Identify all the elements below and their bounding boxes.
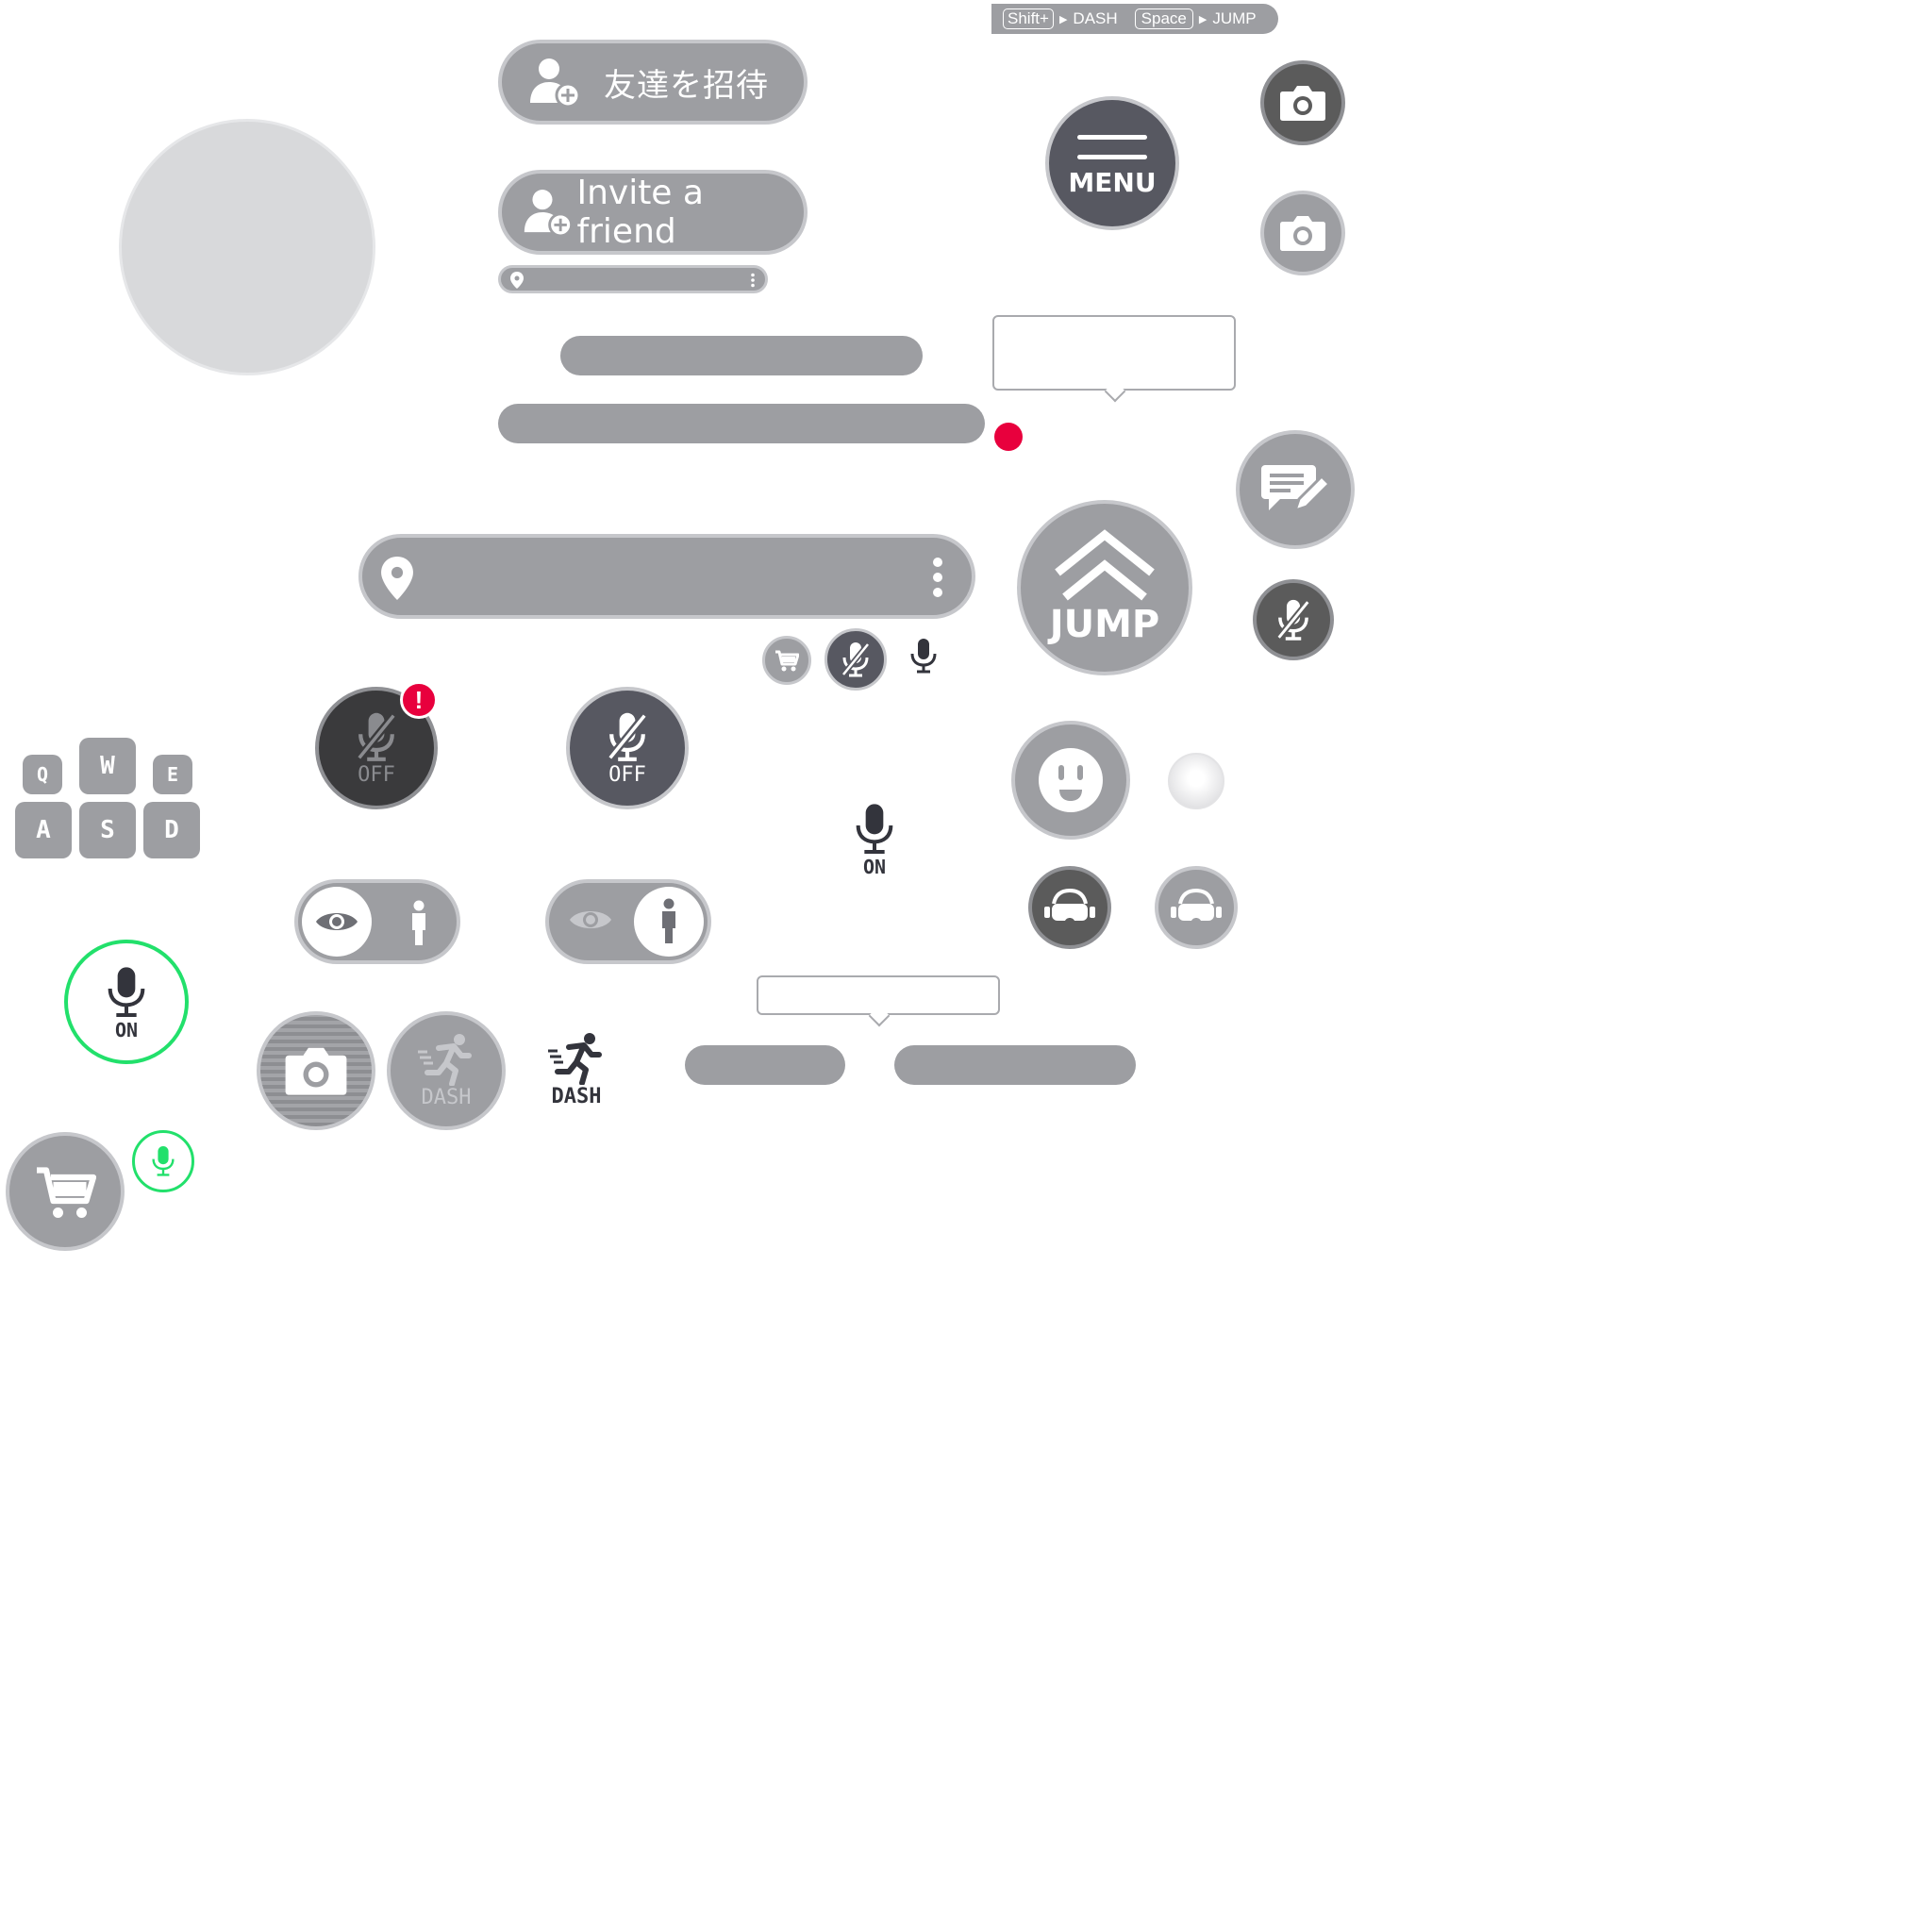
chevron-up-icon (1055, 529, 1155, 601)
dash-button[interactable]: DASH (387, 1011, 506, 1130)
toggle-thumb (302, 887, 372, 957)
mic-off-icon (841, 642, 871, 677)
placeholder-bar (560, 336, 923, 375)
mic-on-button-small[interactable] (132, 1130, 194, 1192)
camera-button-light[interactable] (1260, 191, 1345, 275)
cart-button-small[interactable] (762, 636, 811, 685)
menu-label: MENU (1068, 166, 1157, 198)
person-icon (412, 900, 425, 945)
more-vertical-icon[interactable] (750, 273, 756, 288)
indicator-light (1168, 753, 1224, 809)
eye-icon (316, 913, 358, 930)
eye-icon (570, 911, 611, 928)
location-pin-icon (510, 272, 524, 289)
mic-off-icon (356, 712, 397, 761)
add-user-icon (524, 190, 574, 238)
avatar-placeholder (119, 119, 375, 375)
alert-badge-icon: ! (400, 681, 438, 719)
runner-icon (418, 1033, 472, 1086)
chat-edit-icon (1261, 465, 1329, 513)
camera-icon (285, 1047, 347, 1095)
dash-indicator[interactable]: DASH (543, 1030, 609, 1109)
placeholder-bar (498, 404, 985, 443)
runner-icon (548, 1032, 602, 1085)
cart-icon (37, 1167, 96, 1218)
key-d: D (143, 802, 200, 858)
jump-button[interactable]: JUMP (1017, 500, 1192, 675)
key-q: Q (23, 755, 62, 794)
mic-icon[interactable] (909, 637, 938, 675)
key-w: W (79, 738, 136, 794)
arrow-right-icon: ▶ (1058, 13, 1068, 25)
mic-icon (108, 967, 145, 1017)
vr-button-dark[interactable] (1028, 866, 1111, 949)
arrow-right-icon: ▶ (1198, 13, 1208, 25)
menu-button[interactable]: MENU (1045, 96, 1179, 230)
mic-on-indicator[interactable]: ON (855, 800, 894, 877)
invite-friend-label: 友達を招待 (604, 66, 769, 105)
tooltip-bubble (992, 315, 1236, 403)
dash-label: DASH (421, 1085, 472, 1109)
dash-hint-label: DASH (1073, 9, 1118, 27)
more-vertical-icon[interactable] (932, 557, 943, 598)
location-bar-small[interactable] (498, 265, 768, 293)
key-a: A (15, 802, 72, 858)
mic-off-icon (1275, 599, 1311, 641)
keyboard-hint-bar: Shift+ ▶ DASH Space ▶ JUMP (991, 4, 1278, 34)
emote-button[interactable] (1011, 721, 1130, 840)
vr-button-light[interactable] (1155, 866, 1238, 949)
vr-headset-icon (1171, 889, 1222, 921)
jump-hint-label: JUMP (1212, 9, 1257, 27)
vr-headset-icon (1044, 889, 1095, 921)
cart-icon (775, 650, 799, 672)
invite-friend-button-en[interactable]: Invite a friend (498, 170, 808, 255)
mic-off-button-small[interactable] (824, 628, 887, 691)
mic-on-label: ON (862, 856, 887, 878)
key-s: S (79, 802, 136, 858)
hamburger-icon (1077, 134, 1147, 159)
mic-off-button[interactable] (1253, 579, 1334, 660)
location-bar-large[interactable] (358, 534, 975, 619)
shift-key-hint: Shift+ (1003, 8, 1054, 29)
invite-friend-button-ja[interactable]: 友達を招待 (498, 40, 808, 125)
mic-off-icon (607, 712, 648, 761)
view-toggle-eye-selected[interactable] (294, 879, 460, 964)
tooltip-bubble (757, 975, 1000, 1027)
placeholder-bar (685, 1045, 845, 1085)
placeholder-bar (894, 1045, 1136, 1085)
mic-on-label: ON (114, 1019, 139, 1041)
dash-label: DASH (551, 1084, 602, 1108)
camera-button-dark[interactable] (1260, 60, 1345, 145)
jump-label: JUMP (1049, 603, 1160, 646)
view-toggle-person-selected[interactable] (545, 879, 711, 964)
space-key-hint: Space (1134, 8, 1193, 29)
add-user-icon (530, 58, 581, 108)
smiley-icon (1039, 748, 1103, 812)
camera-button-striped[interactable] (257, 1011, 375, 1130)
toggle-thumb (634, 887, 704, 957)
mic-icon (152, 1146, 175, 1176)
person-icon (662, 898, 675, 943)
mic-icon (856, 804, 893, 854)
camera-icon (1280, 86, 1325, 121)
mic-on-button-active[interactable]: ON (64, 940, 189, 1064)
mic-off-label: OFF (608, 762, 646, 787)
key-e: E (153, 755, 192, 794)
location-pin-icon (381, 557, 413, 600)
cart-button[interactable] (6, 1132, 125, 1251)
mic-off-button-large[interactable]: OFF (566, 687, 689, 809)
notification-dot (994, 423, 1023, 451)
invite-friend-label: Invite a friend (576, 174, 704, 251)
camera-icon (1280, 216, 1325, 251)
mic-off-label: OFF (358, 762, 395, 787)
chat-edit-button[interactable] (1236, 430, 1355, 549)
